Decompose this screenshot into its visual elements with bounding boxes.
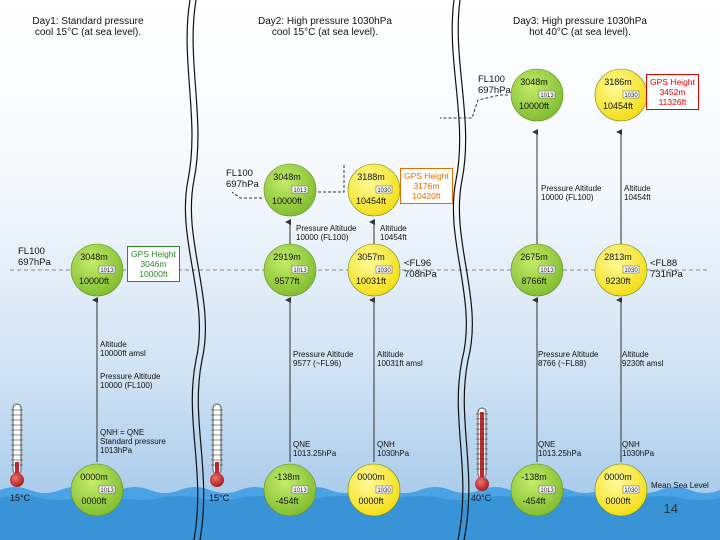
altitude-circle: 3048m 1013 10000ft xyxy=(263,163,317,217)
panel-divider-1 xyxy=(184,0,206,540)
circle-feet: 10454ft xyxy=(356,196,387,206)
thermometer-icon xyxy=(475,407,489,491)
circle-meters: 2919m xyxy=(273,252,301,262)
circle-meters: 3048m xyxy=(520,77,548,87)
thermometer-icon xyxy=(10,403,24,487)
altitude-circle: -138m 1013 -454ft xyxy=(510,463,564,517)
circle-meters: 2675m xyxy=(520,252,548,262)
temperature-day1: 15°C xyxy=(10,493,31,503)
circle-pressure-setting: 1030 xyxy=(377,268,391,274)
circle-meters: 3057m xyxy=(357,252,385,262)
mean-sea-level-label: Mean Sea Level xyxy=(651,481,709,490)
circle-meters: 3048m xyxy=(273,172,301,182)
circle-feet: -454ft xyxy=(522,496,546,506)
altitude-circle: 3057m 1030 10031ft xyxy=(347,243,401,297)
circle-meters: 2813m xyxy=(604,252,632,262)
circle-pressure-setting: 1030 xyxy=(377,488,391,494)
circle-meters: 0000m xyxy=(80,472,108,482)
temperature-day2: 15°C xyxy=(209,493,230,503)
altitude-circle: 3188m 1030 10454ft xyxy=(347,163,401,217)
circle-feet: 10000ft xyxy=(272,196,303,206)
fl100-connector-day2 xyxy=(231,191,262,199)
circle-pressure-setting: 1013 xyxy=(293,188,307,194)
page-number: 14 xyxy=(663,501,678,516)
panel-divider-2 xyxy=(451,0,473,540)
circle-meters: 0000m xyxy=(604,472,632,482)
circle-pressure-setting: 1013 xyxy=(540,488,554,494)
circle-feet: 10454ft xyxy=(603,101,634,111)
temperature-day3: 40°C xyxy=(471,493,492,503)
altitude-circle: -138m 1013 -454ft xyxy=(263,463,317,517)
circle-feet: 10031ft xyxy=(356,276,387,286)
circle-feet: 0000ft xyxy=(605,496,631,506)
fl100-connector-day3 xyxy=(440,94,508,119)
altitude-circle: 2919m 1013 9577ft xyxy=(263,243,317,297)
circle-pressure-setting: 1013 xyxy=(540,268,554,274)
circle-meters: 3188m xyxy=(357,172,385,182)
altitude-circle: 2675m 1013 8766ft xyxy=(510,243,564,297)
altitude-circle: 0000m 1030 0000ft xyxy=(347,463,401,517)
thermometers-layer xyxy=(10,403,489,491)
circle-feet: 10000ft xyxy=(519,101,550,111)
circle-meters: 3186m xyxy=(604,77,632,87)
circle-pressure-setting: 1030 xyxy=(377,188,391,194)
altitude-circle: 0000m 1013 0000ft xyxy=(70,463,124,517)
circle-pressure-setting: 1030 xyxy=(624,268,638,274)
circle-meters: -138m xyxy=(274,472,300,482)
circle-meters: -138m xyxy=(521,472,547,482)
circle-feet: -454ft xyxy=(275,496,299,506)
thermometer-icon xyxy=(210,403,224,487)
circle-pressure-setting: 1013 xyxy=(100,488,114,494)
altitude-circle: 3048m 1013 10000ft xyxy=(510,68,564,122)
circle-meters: 0000m xyxy=(357,472,385,482)
circle-pressure-setting: 1013 xyxy=(293,268,307,274)
circle-feet: 0000ft xyxy=(358,496,384,506)
circles-layer: 3048m 1013 10000ft 0000m 1013 0000ft 3048m 1013… xyxy=(70,68,648,517)
gps-connector-day2 xyxy=(318,165,345,193)
altitude-circle: 2813m 1030 9230ft xyxy=(594,243,648,297)
circle-pressure-setting: 1013 xyxy=(100,268,114,274)
circle-feet: 9577ft xyxy=(274,276,300,286)
circle-pressure-setting: 1013 xyxy=(293,488,307,494)
circle-feet: 10000ft xyxy=(79,276,110,286)
circle-pressure-setting: 1030 xyxy=(624,93,638,99)
altitude-circle: 3048m 1013 10000ft xyxy=(70,243,124,297)
circle-feet: 9230ft xyxy=(605,276,631,286)
circle-pressure-setting: 1030 xyxy=(624,488,638,494)
circle-pressure-setting: 1013 xyxy=(540,93,554,99)
altitude-circle: 3186m 1030 10454ft xyxy=(594,68,648,122)
circle-feet: 0000ft xyxy=(81,496,107,506)
circle-meters: 3048m xyxy=(80,252,108,262)
circle-feet: 8766ft xyxy=(521,276,547,286)
altitude-circle: 0000m 1030 0000ft xyxy=(594,463,648,517)
